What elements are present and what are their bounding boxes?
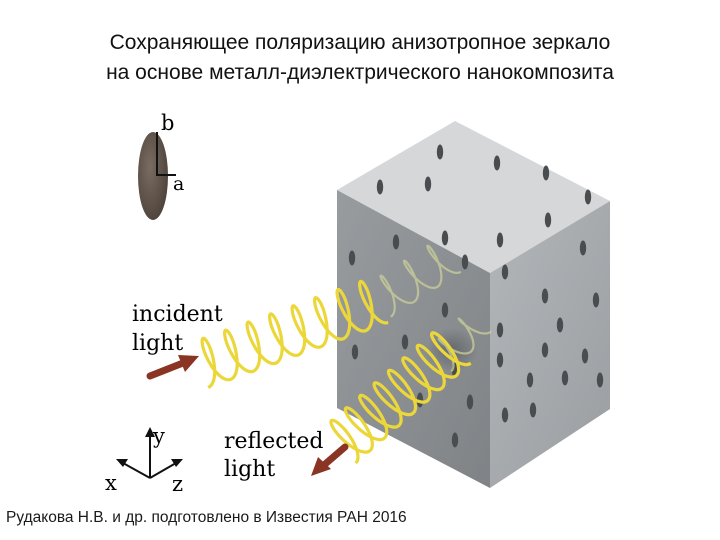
nanoparticle-dot [501,264,509,280]
reflected-arrow [311,443,349,476]
nanoparticle-dot [544,212,552,228]
nanoparticle-dot [461,254,469,270]
coordinate-axes [116,427,183,479]
nanoparticle-dot [392,234,400,250]
particle-axis-a-label: a [173,173,184,195]
title-line-2: на основе металл-диэлектрического наноко… [106,61,614,84]
incident-label-line-1: incident [132,302,223,327]
nanoparticle-dot [351,344,359,360]
nanoparticle-dot [496,232,504,248]
nanoparticle-dot [493,155,501,171]
nanoparticle-dot [401,334,409,350]
cube-front-face [337,190,490,488]
cube-top-face [337,121,610,273]
nanoparticle-dot [424,176,432,192]
nanoparticle-dot [526,372,534,388]
reflected-light-helix [329,317,493,465]
cube-side-face [490,201,610,488]
title-line-1: Сохраняющее поляризацию анизотропное зер… [109,31,611,54]
nanoparticle-dot [416,392,424,408]
embedded-nanoparticles [348,144,604,448]
nanoparticle-dot [596,372,604,388]
incident-label-line-2: light [132,331,183,356]
axis-y-label: y [152,424,165,448]
nanoparticle-dot [584,189,592,205]
nanoparticle-dot [496,352,504,368]
particle-axis-b-label: b [161,111,174,135]
nanoparticle-dot [466,394,474,410]
nanoparticle-dot [501,407,509,423]
nanoparticle-dot [542,165,550,181]
nanoparticle-dot [441,230,449,246]
citation-credit: Рудакова Н.В. и др. подготовлено в Извес… [6,509,407,526]
nanoparticle-dot [541,342,549,358]
nanoparticle-dot [376,179,384,195]
ellipsoidal-particle [138,132,176,220]
nanoparticle-dot [436,144,444,160]
reflected-label-line-2: light [224,457,275,482]
nanoparticle-dot [556,317,564,333]
nanoparticle-dot [561,370,569,386]
nanoparticle-dot [441,302,449,318]
particle-ellipsoid [138,132,168,220]
nanoparticle-dot [496,322,504,338]
nanoparticle-dot [529,402,537,418]
nanoparticle-dot [579,240,587,256]
nanoparticle-dot [581,348,589,364]
nanocomposite-cube [337,121,610,488]
reflected-label-line-1: reflected [224,429,324,454]
incident-light-helix [200,244,462,389]
nanoparticle-dot [451,432,459,448]
nanoparticle-dot [348,250,356,266]
nanoparticle-dot [541,288,549,304]
axis-z-label: z [172,472,183,496]
nanoparticle-dot [592,292,600,308]
axis-x-label: x [105,471,117,495]
particle-axes [156,132,176,176]
incident-arrow [146,355,199,380]
